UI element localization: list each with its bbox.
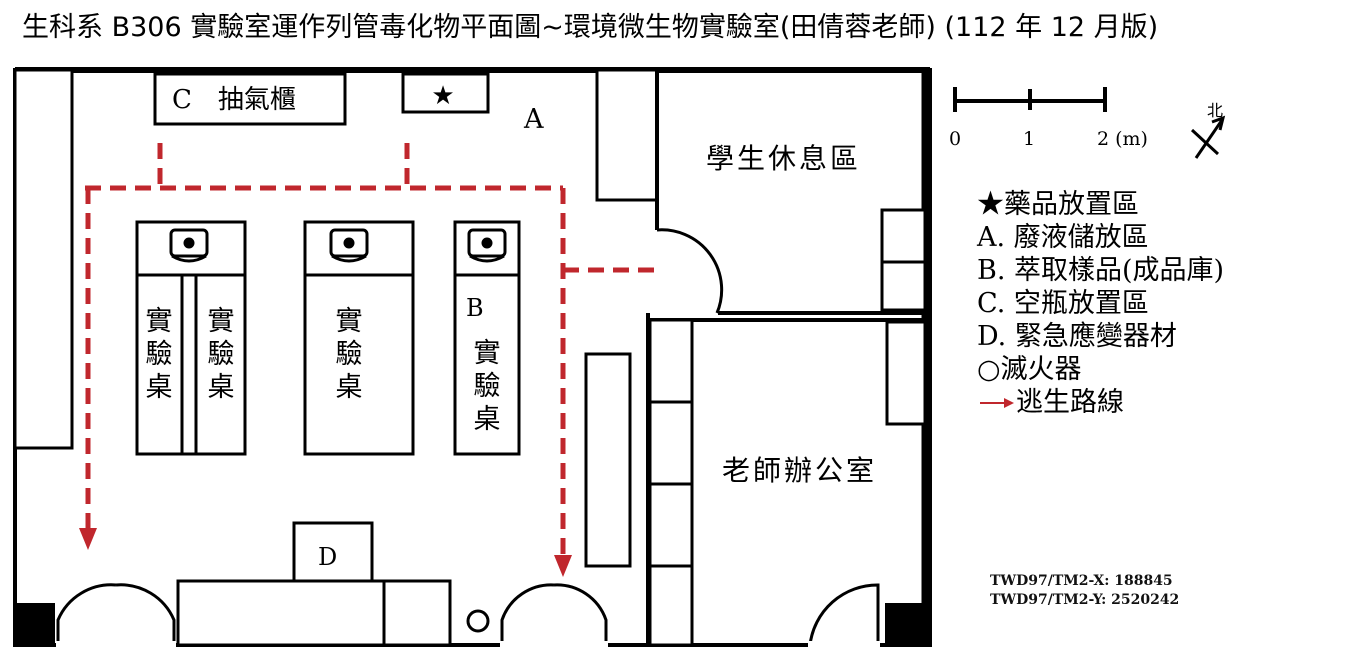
chemical-storage: ★ — [401, 72, 490, 114]
page-title: 生科系 B306 實驗室運作列管毒化物平面圖~環境微生物實驗室(田倩蓉老師) (… — [22, 12, 1159, 43]
student-lounge-label: 學生休息區 — [706, 142, 861, 175]
bench-2-char-1: 實 — [336, 306, 363, 337]
bench-1a-char-3: 桌 — [146, 372, 173, 403]
north-label: 北 — [1207, 101, 1223, 120]
emergency-equipment-d: D — [292, 521, 374, 583]
escape-route — [85, 143, 655, 555]
pillar-left — [15, 603, 55, 645]
bench-3-char-1: 實 — [474, 338, 501, 369]
bench-2-char-3: 桌 — [336, 372, 363, 403]
sink-icon — [329, 228, 369, 263]
coord-y: TWD97/TM2-Y: 2520242 — [990, 592, 1179, 608]
teacher-office-label: 老師辦公室 — [722, 454, 877, 487]
coordinates: TWD97/TM2-X: 188845 TWD97/TM2-Y: 2520242 — [990, 573, 1179, 608]
legend-item-empty-bottles: C. 空瓶放置區 — [977, 288, 1149, 319]
bench-3-char-3: 桌 — [474, 404, 501, 435]
area-a-label: A — [523, 104, 544, 135]
scale-tick-1: 1 — [1023, 128, 1035, 150]
north-arrow-icon: 北 — [1190, 101, 1226, 159]
legend: ★藥品放置區 A. 廢液儲放區 B. 萃取樣品(成品庫) C. 空瓶放置區 D.… — [976, 189, 1224, 418]
right-double-door — [500, 583, 608, 645]
sink-icon — [169, 228, 209, 263]
legend-item-fire-extinguisher: ○滅火器 — [977, 354, 1082, 385]
fume-hood-label: C 抽氣櫃 — [172, 85, 296, 115]
area-d-label: D — [318, 543, 337, 571]
escape-arrow-right — [554, 555, 572, 577]
office-shelves-left — [648, 318, 694, 647]
lounge-shelves — [880, 208, 927, 312]
corner-cabinet — [595, 68, 659, 202]
sink-icon — [467, 228, 507, 263]
bench-1b-char-2: 驗 — [208, 339, 235, 370]
bench-3-char-2: 驗 — [474, 371, 501, 402]
teacher-office-walls — [646, 313, 930, 645]
legend-item-extraction-samples: B. 萃取樣品(成品庫) — [977, 255, 1224, 286]
fume-hood-c: C 抽氣櫃 — [153, 72, 347, 126]
student-lounge-walls — [655, 70, 930, 315]
lab-side-cabinet — [584, 352, 632, 568]
legend-item-escape-route: 逃生路線 — [1016, 387, 1124, 418]
pillar-right — [885, 603, 927, 645]
area-b-label: B — [466, 294, 484, 322]
scale-tick-2: 2 (m) — [1097, 128, 1148, 150]
scale-bar — [953, 87, 1107, 112]
coord-x: TWD97/TM2-X: 188845 — [990, 573, 1173, 589]
left-wall-cabinet — [13, 68, 74, 450]
left-double-door — [56, 583, 176, 645]
fire-extinguisher-icon — [466, 609, 490, 633]
bench-2-char-2: 驗 — [336, 339, 363, 370]
legend-item-emergency-equipment: D. 緊急應變器材 — [977, 321, 1177, 352]
lounge-door-arc — [656, 228, 724, 314]
bench-1b-char-1: 實 — [208, 306, 235, 337]
office-door-arc — [808, 583, 880, 646]
scale-tick-0: 0 — [949, 128, 961, 150]
bottom-cabinets — [176, 579, 452, 647]
legend-item-chemical-storage: ★藥品放置區 — [977, 189, 1139, 220]
bench-1a-char-1: 實 — [146, 306, 173, 337]
bench-1a-char-2: 驗 — [146, 339, 173, 370]
office-shelf-right — [885, 320, 927, 426]
legend-item-waste-storage: A. 廢液儲放區 — [976, 222, 1149, 253]
bench-1b-char-3: 桌 — [208, 372, 235, 403]
escape-arrow-left — [79, 528, 97, 550]
star-icon: ★ — [431, 81, 454, 111]
